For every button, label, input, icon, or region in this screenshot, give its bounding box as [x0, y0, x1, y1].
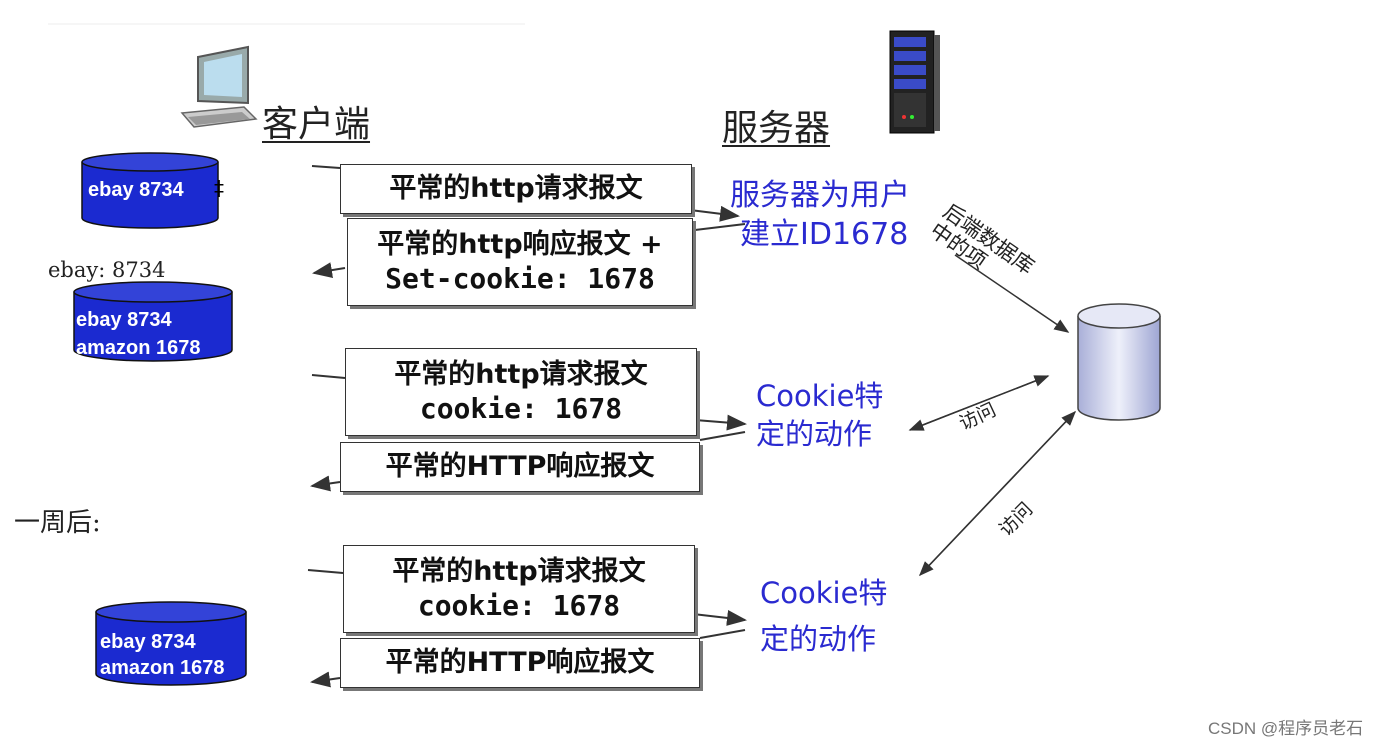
cookie-action-note: Cookie特 定的动作 — [760, 576, 888, 657]
message-line: 平常的http请求报文 — [392, 555, 646, 587]
create-id-note: 服务器为用户 建立ID1678 — [730, 178, 910, 252]
message-line: 平常的http响应报文 + — [377, 228, 663, 260]
cookie-file-caption: ebay: 8734 — [48, 258, 166, 282]
response-arrow — [694, 223, 746, 231]
response-arrow — [310, 671, 341, 688]
request-arrow — [307, 569, 344, 574]
client-title: 客户端 — [262, 104, 371, 145]
response-arrow — [312, 262, 346, 279]
cookie-file-line: ebay 8734 — [100, 631, 196, 653]
server-title: 服务器 — [722, 108, 831, 149]
http-request-message: 平常的http请求报文 cookie: 1678 — [345, 348, 697, 436]
week-later-label: 一周后: — [14, 508, 101, 538]
cookie-file-line: amazon 1678 — [100, 657, 225, 679]
set-cookie-header: Set-cookie: 1678 — [385, 262, 655, 296]
cookie-file-line: ebay 8734 — [88, 179, 184, 201]
backend-database-icon — [1076, 302, 1162, 428]
http-response-message: 平常的HTTP响应报文 — [340, 638, 700, 688]
cookie-file-cylinder: ebay 8734 amazon 1678 — [72, 280, 234, 364]
message-line: 平常的http请求报文 — [394, 358, 648, 390]
http-response-message: 平常的http响应报文 + Set-cookie: 1678 — [347, 218, 693, 306]
http-response-message: 平常的HTTP响应报文 — [340, 442, 700, 492]
request-arrow — [694, 414, 747, 431]
request-arrow — [311, 374, 346, 379]
request-arrow — [311, 165, 341, 169]
server-rack-icon — [884, 27, 944, 141]
db-entry-arrow — [954, 254, 1070, 333]
http-request-message: 平常的http请求报文 cookie: 1678 — [343, 545, 695, 633]
response-arrow — [699, 431, 746, 441]
request-arrow — [692, 609, 747, 626]
cookie-file-line: amazon 1678 — [76, 337, 201, 359]
watermark: CSDN @程序员老石 — [1208, 719, 1364, 738]
response-arrow — [699, 629, 746, 639]
response-arrow — [310, 475, 341, 492]
cookie-header: cookie: 1678 — [417, 589, 621, 623]
message-line: 平常的http请求报文 — [389, 173, 643, 205]
db-access-arrow — [908, 375, 1049, 431]
cookie-file-line: ebay 8734 — [76, 309, 172, 331]
cookie-file-cylinder: ebay 8734 — [80, 152, 220, 230]
request-arrow — [689, 205, 740, 222]
desktop-computer-icon — [180, 45, 260, 139]
db-access-arrow — [918, 411, 1076, 577]
message-line: 平常的HTTP响应报文 — [385, 451, 655, 483]
http-request-message: 平常的http请求报文 — [340, 164, 692, 214]
cookie-action-note: Cookie特 定的动作 — [756, 379, 884, 451]
cookie-file-cylinder: ebay 8734 amazon 1678 — [94, 600, 248, 688]
message-line: 平常的HTTP响应报文 — [385, 647, 655, 679]
cookie-header: cookie: 1678 — [419, 392, 623, 426]
